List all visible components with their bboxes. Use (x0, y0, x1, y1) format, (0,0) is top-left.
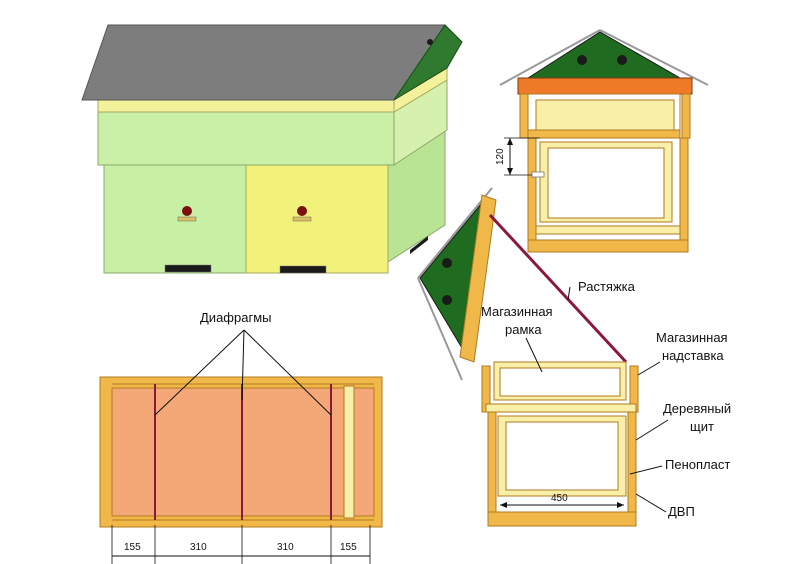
gable-vent-icon (442, 295, 452, 305)
pointer-line (241, 329, 245, 401)
section-bottom (527, 239, 689, 253)
entrance-landing (177, 216, 197, 222)
wall (679, 137, 689, 251)
label-store-frame-1: Магазинная (481, 304, 553, 319)
hive-section-view: 120 (495, 29, 709, 253)
label-diaphragms: Диафрагмы (200, 310, 271, 325)
arrow-icon (507, 138, 513, 145)
wall (681, 93, 691, 139)
frame-inner-window (547, 147, 665, 219)
open-lid-board (459, 194, 497, 363)
pointer-line (629, 465, 663, 475)
pointer-line (637, 361, 661, 376)
dim-frame-width: 450 (551, 493, 568, 504)
roof-edge (417, 277, 463, 381)
wall (519, 93, 529, 139)
label-wood-board-1: Деревяный (663, 401, 731, 416)
frame-inner (535, 99, 675, 131)
super-inner-window (499, 367, 621, 397)
stretch-strut (488, 213, 628, 364)
hive-top-band (97, 111, 395, 166)
pointer-line (635, 419, 669, 441)
label-store-frame-2: рамка (505, 322, 542, 337)
pointer-line (154, 329, 245, 416)
dim-seg-4: 155 (340, 542, 357, 553)
hive-body-front-left (103, 164, 247, 274)
entrance-landing (292, 216, 312, 222)
section-roof-base (517, 77, 693, 95)
pointer-line (525, 337, 543, 373)
label-store-super-1: Магазинная (656, 330, 728, 345)
wall (487, 411, 497, 513)
side-entrance (410, 236, 428, 254)
pointer-line (567, 286, 571, 301)
frame-bar (535, 225, 681, 235)
dim-seg-1: 155 (124, 542, 141, 553)
arrow-icon (617, 502, 624, 508)
entrance-hole-icon (297, 206, 307, 216)
hive-roof (81, 24, 446, 101)
roof-edge (599, 29, 709, 86)
roof-edge (417, 187, 493, 279)
label-foam: Пенопласт (665, 457, 730, 472)
pointer-line (243, 329, 332, 416)
frame-bar (527, 129, 681, 139)
label-fiberboard: ДВП (668, 504, 695, 519)
wall (627, 411, 637, 513)
arrow-icon (500, 502, 507, 508)
body-bottom (487, 511, 637, 527)
arrow-icon (507, 168, 513, 175)
gable-vent-icon (427, 39, 433, 45)
hive-body-front-right (245, 164, 389, 274)
body-inner-window (505, 421, 619, 491)
hive-roof-gable (393, 24, 463, 101)
insulation-board (343, 385, 355, 519)
roof-edge (499, 29, 601, 86)
label-store-super-2: надставка (662, 348, 724, 363)
hive-roof-strip (97, 99, 395, 113)
latch (531, 171, 545, 178)
label-stretch: Растяжка (578, 279, 636, 294)
hive-3d-view (81, 24, 463, 274)
label-wood-board-2: щит (690, 419, 714, 434)
frame-bar (485, 403, 637, 413)
gable-vent-icon (577, 55, 587, 65)
dim-seg-2: 310 (190, 542, 207, 553)
dim-seg-3: 310 (277, 542, 294, 553)
bottom-entrance (164, 264, 212, 273)
dim-height-gap: 120 (495, 148, 506, 165)
hive-top-view: 155 310 310 155 (99, 329, 383, 564)
entrance-hole-icon (182, 206, 192, 216)
open-hive-view: 450 (417, 187, 639, 527)
bottom-entrance (279, 265, 327, 274)
pointer-line (635, 493, 667, 513)
gable-vent-icon (442, 258, 452, 268)
wall (527, 137, 537, 251)
gable-vent-icon (617, 55, 627, 65)
section-roof-gable (526, 31, 682, 79)
